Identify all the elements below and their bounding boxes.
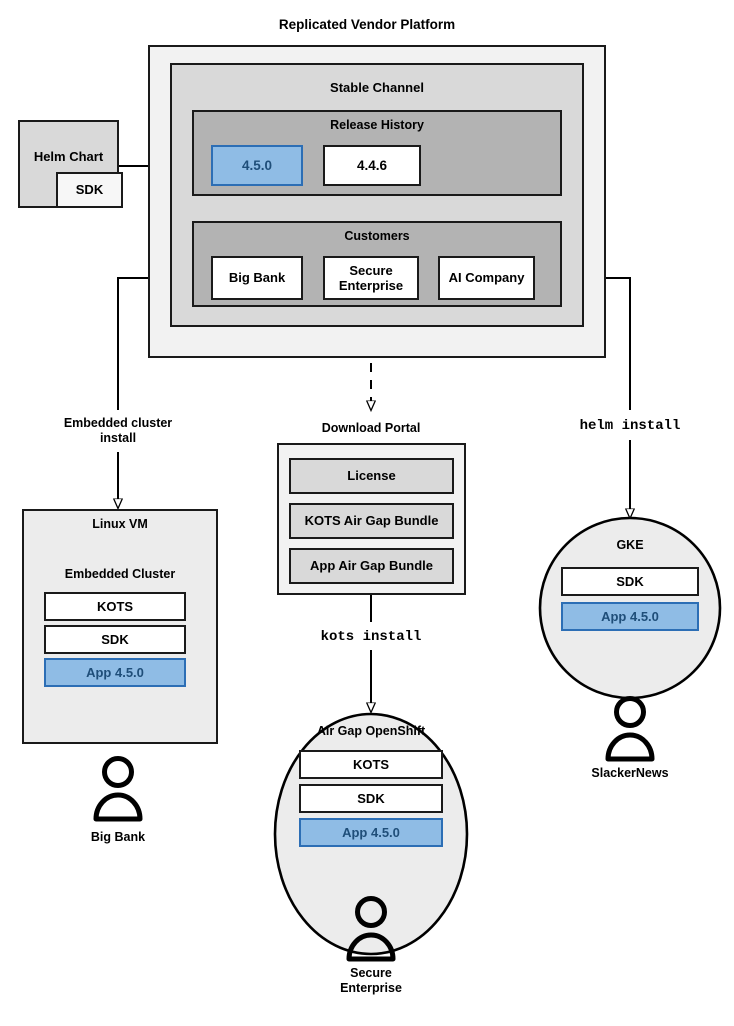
person-icon (93, 756, 143, 822)
person-icon (605, 696, 655, 762)
customer-label-big-bank: Big Bank (90, 830, 146, 844)
release-4-5-0[interactable]: 4.5.0 (211, 145, 303, 186)
download-portal-label: Download Portal (321, 421, 421, 435)
gke-component-app[interactable]: App 4.5.0 (561, 602, 699, 631)
embedded-cluster-label: Embedded Cluster (64, 567, 176, 581)
airgap-openshift-label: Air Gap OpenShift (316, 724, 426, 738)
portal-artifact-app-air-gap-bundle[interactable]: App Air Gap Bundle (289, 548, 454, 584)
customer-ai-company[interactable]: AI Company (438, 256, 535, 300)
linux-vm-component-kots[interactable]: KOTS (44, 592, 186, 621)
airgap-component-kots[interactable]: KOTS (299, 750, 443, 779)
release-4-4-6[interactable]: 4.4.6 (323, 145, 421, 186)
flow-label-embedded-cluster-install: Embedded cluster install (63, 416, 173, 445)
gke-label: GKE (616, 538, 644, 552)
portal-artifact-kots-air-gap-bundle[interactable]: KOTS Air Gap Bundle (289, 503, 454, 539)
helm-chart-sdk-box[interactable]: SDK (56, 172, 123, 208)
customers-label: Customers (344, 229, 410, 243)
page-title: Replicated Vendor Platform (278, 17, 456, 32)
customer-big-bank[interactable]: Big Bank (211, 256, 303, 300)
linux-vm-component-app[interactable]: App 4.5.0 (44, 658, 186, 687)
customer-label-secure-enterprise: Secure Enterprise (340, 966, 402, 995)
stable-channel-label: Stable Channel (330, 80, 424, 95)
airgap-component-sdk[interactable]: SDK (299, 784, 443, 813)
person-icon (346, 896, 396, 962)
helm-chart-label: Helm Chart (33, 149, 104, 165)
release-history-label: Release History (330, 118, 424, 132)
customer-label-slackernews: SlackerNews (591, 766, 669, 780)
flow-label-kots-install: kots install (320, 629, 422, 645)
flow-label-helm-install: helm install (579, 418, 681, 434)
gke-component-sdk[interactable]: SDK (561, 567, 699, 596)
airgap-component-app[interactable]: App 4.5.0 (299, 818, 443, 847)
linux-vm-label: Linux VM (92, 517, 148, 531)
customer-secure-enterprise[interactable]: Secure Enterprise (323, 256, 419, 300)
portal-artifact-license[interactable]: License (289, 458, 454, 494)
linux-vm-component-sdk[interactable]: SDK (44, 625, 186, 654)
